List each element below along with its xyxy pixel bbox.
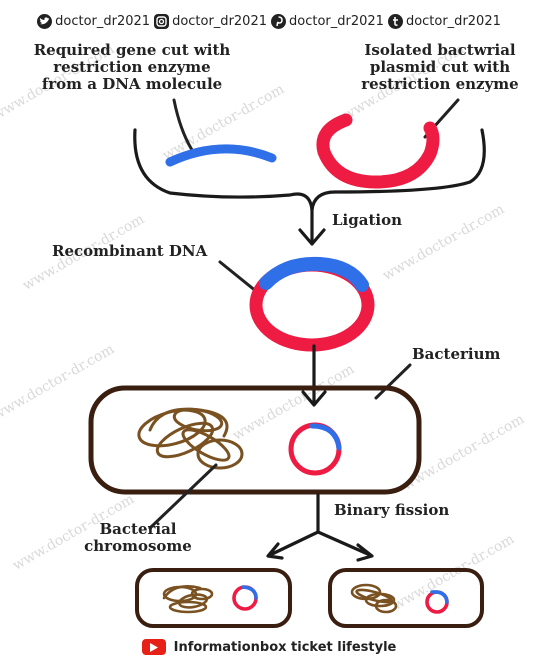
footer-channel-name: Informationbox ticket lifestyle [173, 639, 397, 655]
chromosome-label-line: Bacterial [99, 520, 177, 538]
recombinant-plasmid-gene-insert [259, 256, 369, 292]
social-handle-text: doctor_dr2021 [289, 13, 384, 29]
daughter-chromosome-left [162, 585, 214, 614]
social-handle-text: doctor_dr2021 [405, 13, 501, 29]
daughter-cell-right [328, 568, 484, 628]
daughter-chromosome-right [350, 583, 398, 614]
plasmid-label: Isolated bactwrial plasmid cut with rest… [350, 42, 530, 93]
social-item-tumblr[interactable]: doctor_dr2021 [387, 13, 501, 29]
gene-fragment [165, 144, 277, 167]
cut-plasmid [316, 113, 440, 189]
ligation-arrow [298, 203, 326, 246]
daughter-plasmid-gene-right [430, 590, 449, 604]
social-handle-text: doctor_dr2021 [55, 13, 151, 29]
gene-label-line: from a DNA molecule [41, 75, 223, 93]
ligation-label: Ligation [332, 211, 402, 229]
gene-label-line: restriction enzyme [53, 58, 211, 76]
social-item-twitter[interactable]: doctor_dr2021 [37, 13, 151, 29]
youtube-icon [141, 639, 166, 655]
twitter-icon [37, 13, 53, 29]
bacterial-chromosome [137, 407, 244, 470]
recombinant-dna-label: Recombinant DNA [52, 242, 208, 260]
fission-arrow-right [316, 530, 374, 562]
chromosome-label: Bacterial chromosome [68, 521, 208, 555]
social-handle-text: doctor_dr2021 [172, 13, 267, 29]
fission-arrow-left [266, 530, 320, 560]
daughter-cell-left [135, 568, 292, 628]
binary-fission-label: Binary fission [334, 501, 450, 519]
instagram-icon [154, 13, 170, 29]
social-handles-bar: doctor_dr2021 doctor_dr2021 doctor_dr202… [0, 10, 538, 32]
social-item-pinterest[interactable]: doctor_dr2021 [271, 13, 384, 29]
gene-label: Required gene cut with restriction enzym… [12, 42, 252, 93]
bacterium-label: Bacterium [412, 345, 501, 363]
chromosome-label-line: chromosome [84, 537, 192, 555]
gene-pointer-line [172, 98, 194, 152]
pinterest-icon [271, 13, 286, 29]
social-item-instagram[interactable]: doctor_dr2021 [154, 13, 267, 29]
bacterium-plasmid-gene [309, 423, 342, 451]
transformation-arrow [301, 344, 327, 407]
gene-label-line: Required gene cut with [33, 41, 231, 59]
plasmid-label-line: restriction enzyme [361, 75, 519, 93]
bacterium-pointer-line [374, 363, 412, 400]
daughter-plasmid-gene-left [241, 585, 258, 600]
footer-channel[interactable]: Informationbox ticket lifestyle [0, 637, 538, 657]
bacterium-cell [88, 385, 422, 495]
plasmid-label-line: Isolated bactwrial [364, 41, 516, 59]
plasmid-label-line: plasmid cut with [369, 58, 511, 76]
chromosome-pointer-line [148, 463, 218, 530]
tumblr-icon [387, 13, 403, 29]
